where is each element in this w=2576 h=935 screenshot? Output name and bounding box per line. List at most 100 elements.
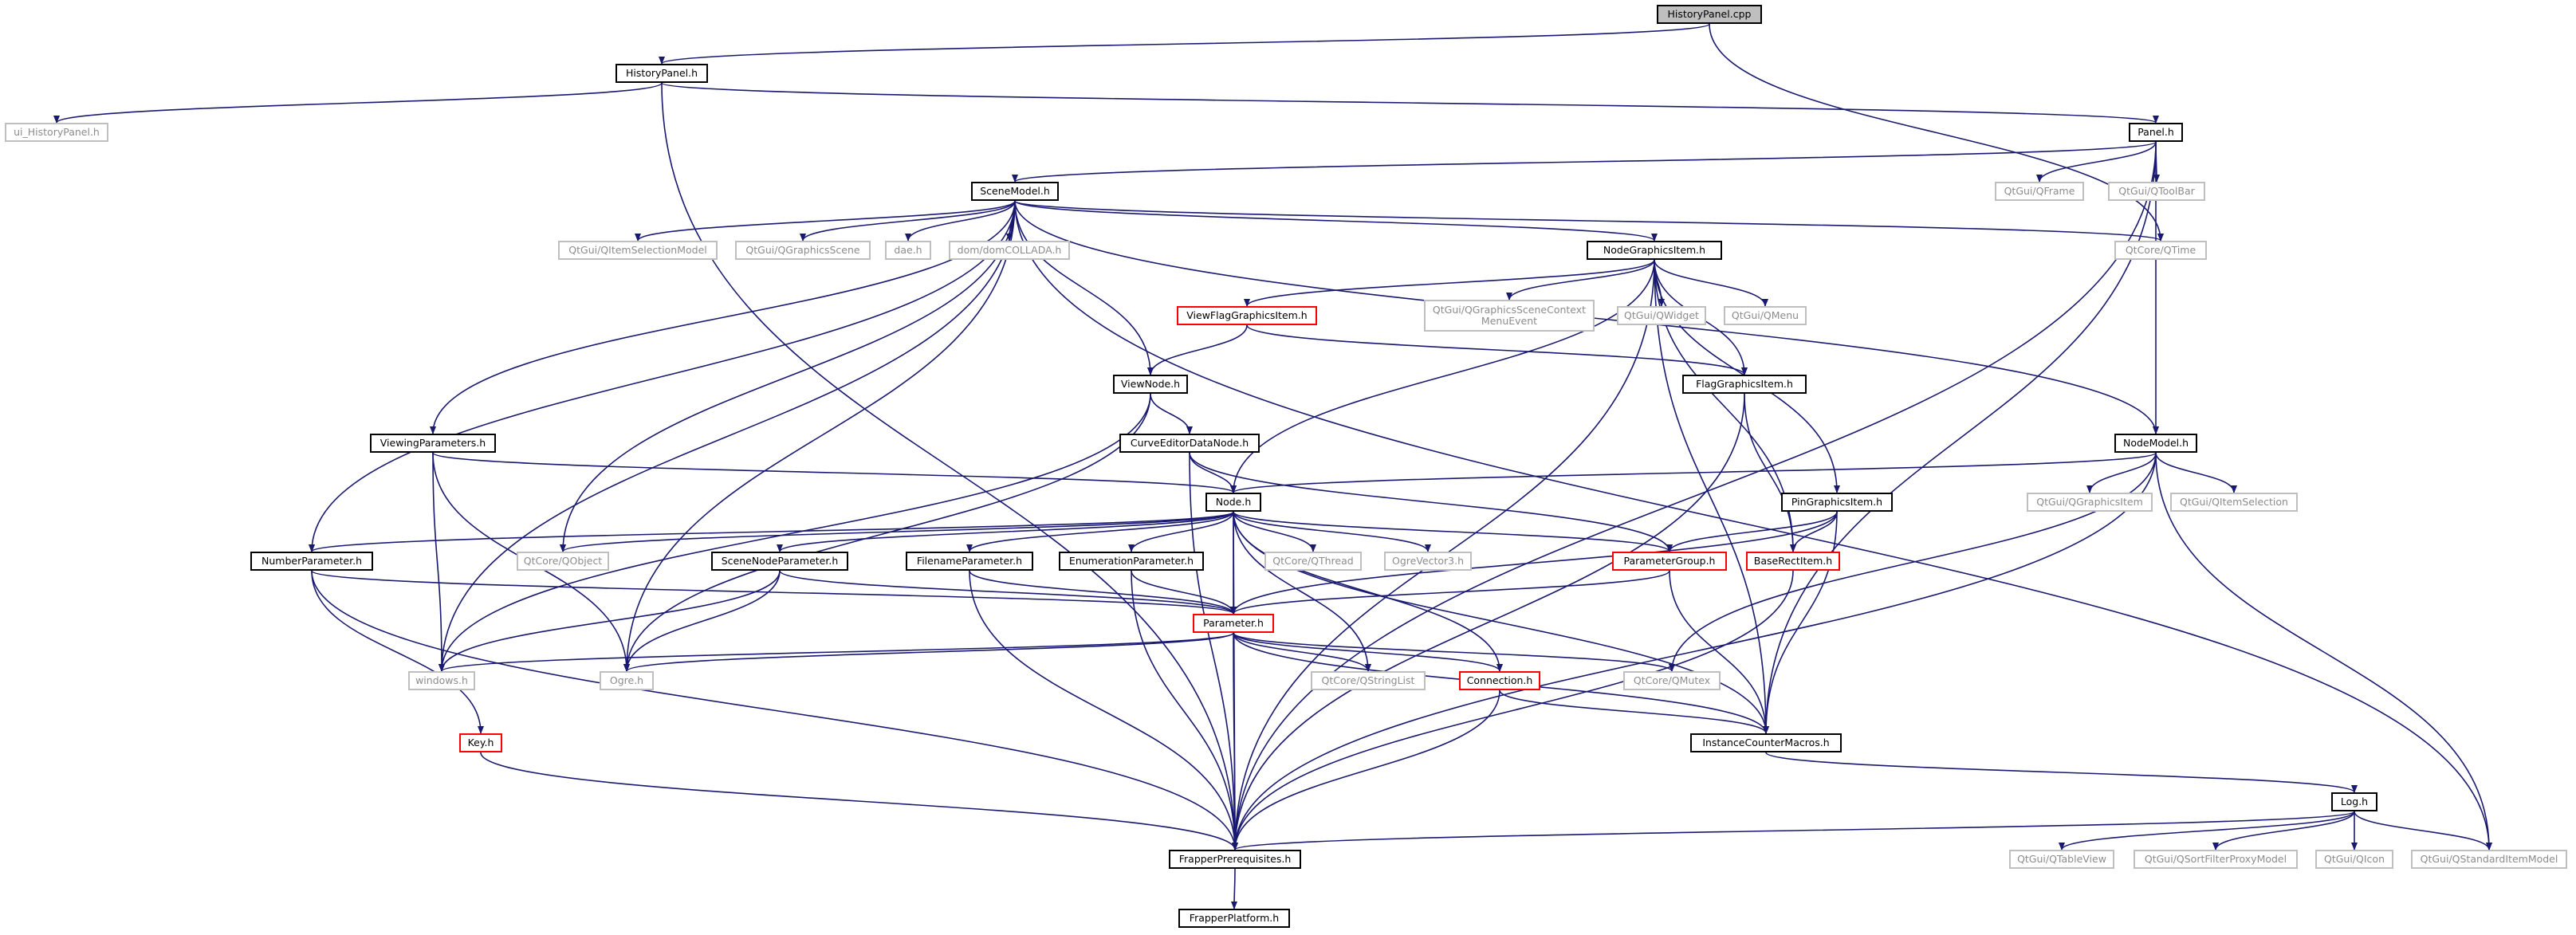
node-qtgui-qicon[interactable]: QtGui/QIcon <box>2315 850 2393 869</box>
node-qtgui-qstandarditemmodel[interactable]: QtGui/QStandardItemModel <box>2411 850 2567 869</box>
edge-baserectitem-h-to-frapperprerequisites-h <box>1232 570 1794 851</box>
edge-panel-h-to-frapperprerequisites-h <box>1232 141 2157 851</box>
node-viewnode-h[interactable]: ViewNode.h <box>1113 375 1188 394</box>
edge-viewnode-h-to-curveeditordatanode-h <box>1150 393 1193 434</box>
node-qtcore-qtime[interactable]: QtCore/QTime <box>2114 241 2207 260</box>
node-qtgui-qtoolbar[interactable]: QtGui/QToolBar <box>2108 182 2205 201</box>
edge-scenemodel-h-to-nodegraphicsitem-h <box>1014 200 1658 242</box>
edge-parameter-h-to-connection-h <box>1233 632 1503 672</box>
edge-nodemodel-h-to-qtgui-qstandarditemmodel <box>2155 452 2492 851</box>
edge-parametergroup-h-to-parameter-h <box>1230 570 1670 615</box>
node-qtgui-qwidget[interactable]: QtGui/QWidget <box>1617 306 1706 325</box>
edge-enumerationparameter-h-to-parameter-h <box>1131 570 1237 615</box>
edge-filenameparameter-h-to-frapperprerequisites-h <box>969 570 1238 851</box>
node-connection-h[interactable]: Connection.h <box>1459 671 1540 690</box>
edge-numberparameter-h-to-frapperprerequisites-h <box>311 570 1238 851</box>
edge-node-h-to-qtcore-qthread <box>1233 511 1316 552</box>
edge-scenemodel-h-to-qtcore-qtime <box>1014 200 2164 242</box>
edge-log-h-to-qtgui-qsortfilterproxymodel <box>2212 811 2355 851</box>
node-pingraphicsitem-h[interactable]: PinGraphicsItem.h <box>1781 493 1893 512</box>
node-frapperprerequisites-h[interactable]: FrapperPrerequisites.h <box>1169 850 1301 869</box>
edge-scenemodel-h-to-windows-h <box>439 200 1016 672</box>
node-nodegraphicsitem-h[interactable]: NodeGraphicsItem.h <box>1587 241 1722 260</box>
edge-parameter-h-to-qtcore-qmutex <box>1233 632 1675 672</box>
node-scenenodeparameter-h[interactable]: SceneNodeParameter.h <box>711 552 848 571</box>
edge-log-h-to-frapperprerequisites-h <box>1232 811 2355 851</box>
node-qtgui-qgraphicsitem[interactable]: QtGui/QGraphicsItem <box>2027 493 2153 512</box>
node-baserectitem-h[interactable]: BaseRectItem.h <box>1746 552 1840 571</box>
edge-curveeditordatanode-h-to-node-h <box>1189 452 1237 493</box>
edge-scenemodel-h-to-qtcore-qobject <box>560 200 1016 552</box>
node-qtgui-qsortfilterproxymodel[interactable]: QtGui/QSortFilterProxyModel <box>2134 850 2298 869</box>
edge-log-h-to-qtgui-qtableview <box>2059 811 2355 851</box>
node-qtgui-qmenu[interactable]: QtGui/QMenu <box>1724 306 1807 325</box>
node-ui-historypanel-h[interactable]: ui_HistoryPanel.h <box>5 123 108 142</box>
node-qtgui-qgraphicsscene[interactable]: QtGui/QGraphicsScene <box>735 241 871 260</box>
node-ogre-h[interactable]: Ogre.h <box>600 671 654 690</box>
node-frapperplatform-h[interactable]: FrapperPlatform.h <box>1178 909 1290 928</box>
node-viewingparameters-h[interactable]: ViewingParameters.h <box>370 434 496 453</box>
node-node-h[interactable]: Node.h <box>1205 493 1261 512</box>
edge-pingraphicsitem-h-to-instancecountermacros-h <box>1763 511 1838 734</box>
edge-enumerationparameter-h-to-frapperprerequisites-h <box>1131 570 1238 851</box>
node-qtgui-qframe[interactable]: QtGui/QFrame <box>1995 182 2084 201</box>
node-qtgui-qgraphicsscenecontextmenuevent[interactable]: QtGui/QGraphicsSceneContext MenuEvent <box>1424 300 1595 332</box>
edge-nodemodel-h-to-qtgui-qgraphicsitem <box>2086 452 2157 493</box>
edge-parameter-h-to-windows-h <box>439 632 1234 672</box>
edge-log-h-to-qtgui-qstandarditemmodel <box>2354 811 2492 851</box>
node-viewflaggraphicsitem-h[interactable]: ViewFlagGraphicsItem.h <box>1177 306 1317 325</box>
edge-scenenodeparameter-h-to-ogre-h <box>623 570 781 672</box>
node-qtgui-qtableview[interactable]: QtGui/QTableView <box>2009 850 2114 869</box>
edge-node-h-to-parametergroup-h <box>1233 511 1673 552</box>
node-numberparameter-h[interactable]: NumberParameter.h <box>250 552 373 571</box>
edge-nodemodel-h-to-qtcore-qmutex <box>1669 452 2157 672</box>
node-qtcore-qstringlist[interactable]: QtCore/QStringList <box>1311 671 1426 690</box>
edge-viewingparameters-h-to-windows-h <box>432 452 445 672</box>
node-qtcore-qobject[interactable]: QtCore/QObject <box>517 552 609 571</box>
edge-scenemodel-h-to-qtgui-qstandarditemmodel <box>1014 200 2492 851</box>
edge-numberparameter-h-to-parameter-h <box>311 570 1237 615</box>
edge-panel-h-to-qtgui-qframe <box>2036 141 2157 183</box>
edge-node-h-to-numberparameter-h <box>309 511 1234 552</box>
edge-nodegraphicsitem-h-to-node-h <box>1230 259 1655 493</box>
edge-pingraphicsitem-h-to-parametergroup-h <box>1666 511 1838 552</box>
node-key-h[interactable]: Key.h <box>459 733 502 752</box>
node-curveeditordatanode-h[interactable]: CurveEditorDataNode.h <box>1119 434 1260 453</box>
node-panel-h[interactable]: Panel.h <box>2129 123 2183 142</box>
node-qtgui-qitemselectionmodel[interactable]: QtGui/QItemSelectionModel <box>558 241 718 260</box>
edge-key-h-to-frapperprerequisites-h <box>480 752 1238 851</box>
edge-pingraphicsitem-h-to-parameter-h <box>1230 511 1838 615</box>
edge-node-h-to-filenameparameter-h <box>966 511 1234 552</box>
node-parameter-h[interactable]: Parameter.h <box>1193 614 1274 633</box>
edge-nodemodel-h-to-frapperprerequisites-h <box>1232 452 2157 851</box>
edge-connection-h-to-frapperprerequisites-h <box>1232 689 1500 851</box>
node-windows-h[interactable]: windows.h <box>408 671 475 690</box>
edge-parameter-h-to-qtcore-qstringlist <box>1233 632 1371 672</box>
node-enumerationparameter-h[interactable]: EnumerationParameter.h <box>1059 552 1204 571</box>
node-qtgui-qitemselection[interactable]: QtGui/QItemSelection <box>2170 493 2298 512</box>
node-nodemodel-h[interactable]: NodeModel.h <box>2114 434 2197 453</box>
node-dae-h[interactable]: dae.h <box>885 241 931 260</box>
edge-node-h-to-enumerationparameter-h <box>1128 511 1234 552</box>
node-qtcore-qmutex[interactable]: QtCore/QMutex <box>1623 671 1721 690</box>
node-scenemodel-h[interactable]: SceneModel.h <box>971 182 1059 201</box>
node-qtcore-qthread[interactable]: QtCore/QThread <box>1264 552 1362 571</box>
edge-scenemodel-h-to-numberparameter-h <box>309 200 1016 552</box>
edge-historypanel-cpp-to-historypanel-h <box>659 23 1710 65</box>
node-historypanel-cpp[interactable]: HistoryPanel.cpp <box>1657 5 1762 24</box>
node-filenameparameter-h[interactable]: FilenameParameter.h <box>906 552 1033 571</box>
edge-scenenodeparameter-h-to-windows-h <box>439 570 781 672</box>
edge-pingraphicsitem-h-to-baserectitem-h <box>1790 511 1838 552</box>
node-log-h[interactable]: Log.h <box>2331 792 2377 811</box>
node-dom-domcollada-h[interactable]: dom/domCOLLADA.h <box>949 241 1070 260</box>
edge-viewflaggraphicsitem-h-to-viewnode-h <box>1147 324 1248 375</box>
node-instancecountermacros-h[interactable]: InstanceCounterMacros.h <box>1690 733 1842 752</box>
edge-parametergroup-h-to-instancecountermacros-h <box>1669 570 1769 734</box>
node-historypanel-h[interactable]: HistoryPanel.h <box>615 64 708 83</box>
node-flaggraphicsitem-h[interactable]: FlagGraphicsItem.h <box>1682 375 1807 394</box>
edge-panel-h-to-instancecountermacros-h <box>1763 141 2157 734</box>
node-ogrevector3-h[interactable]: OgreVector3.h <box>1384 552 1472 571</box>
edge-scenemodel-h-to-ogre-h <box>623 200 1016 672</box>
node-parametergroup-h[interactable]: ParameterGroup.h <box>1612 552 1727 571</box>
